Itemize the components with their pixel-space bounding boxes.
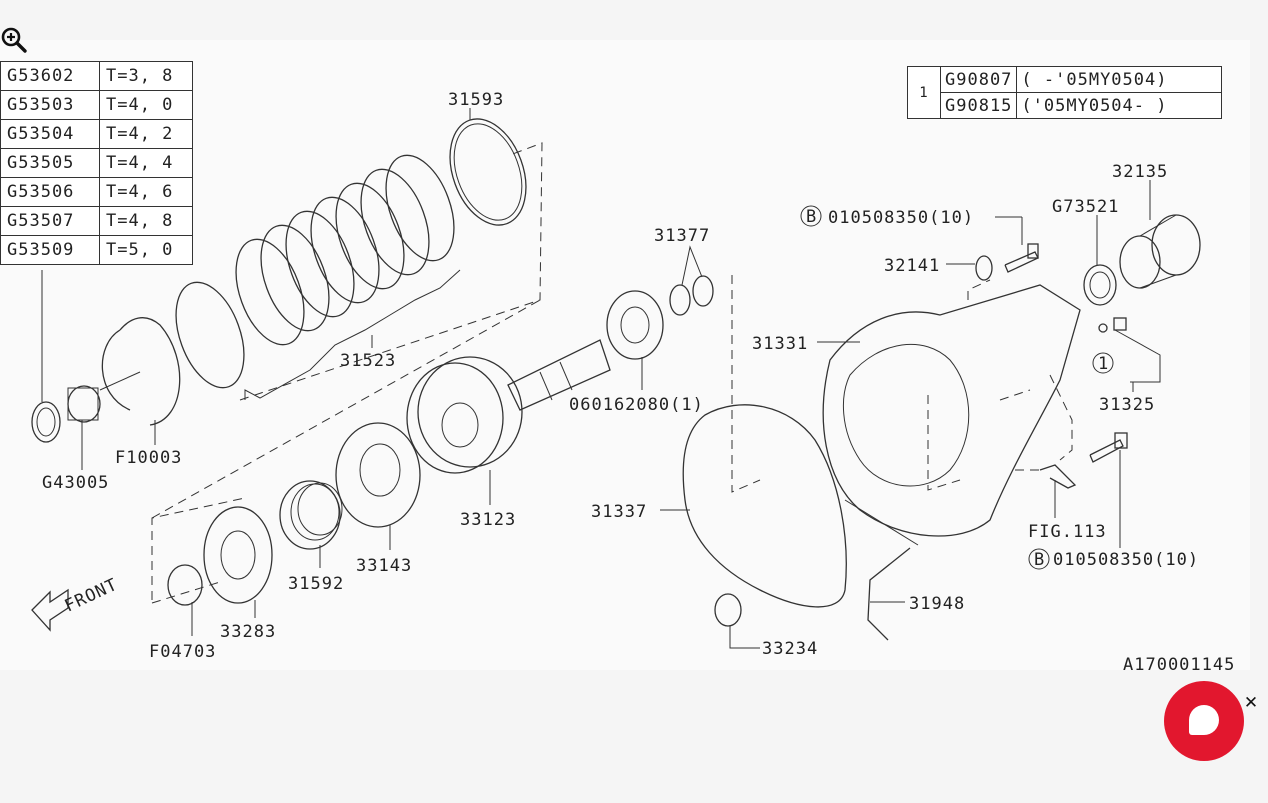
part-label-32135: 32135 [1112,162,1168,182]
part-label-31377: 31377 [654,226,710,246]
part-label-32141: 32141 [884,256,940,276]
part-label-010508350-bottom: 010508350(10) [1053,550,1199,570]
table-row: 1 G90807 ( -'05MY0504) [907,66,1223,119]
front-direction-label: FRONT [62,575,121,617]
part-label-31592: 31592 [288,574,344,594]
marker-b-top: B [806,207,817,227]
part-label-31523: 31523 [340,351,396,371]
figure-id: A170001145 [1123,655,1235,675]
part-code: G90815 [939,92,1018,119]
marker-b-bottom: B [1034,550,1045,570]
part-code: G53505 [0,148,100,178]
thickness-value: T=5, 0 [99,235,193,265]
part-label-f10003: F10003 [115,448,182,468]
thickness-value: T=3, 8 [99,61,193,91]
close-icon[interactable]: ✕ [1243,693,1259,713]
clutch-plates [175,118,527,389]
part-label-31325: 31325 [1099,395,1155,415]
part-code: G53506 [0,177,100,207]
thickness-value: T=4, 4 [99,148,193,178]
part-label-f04703: F04703 [149,642,216,662]
part-label-g73521: G73521 [1052,197,1119,217]
part-code: G90807 [939,66,1018,93]
model-range: ('05MY0504- ) [1016,92,1223,119]
thickness-value: T=4, 6 [99,177,193,207]
diagram-area [0,40,1250,670]
part-label-31331: 31331 [752,334,808,354]
thickness-value: T=4, 0 [99,90,193,120]
part-label-g43005: G43005 [42,473,109,493]
part-label-31948: 31948 [909,594,965,614]
marker-1-label: 1 [919,84,929,101]
part-code: G53507 [0,206,100,236]
zoom-in-icon [1,27,27,53]
part-label-31593: 31593 [448,90,504,110]
part-label-33234: 33234 [762,639,818,659]
part-code: G53509 [0,235,100,265]
part-label-33143: 33143 [356,556,412,576]
marker-1: 1 [1098,354,1109,374]
thickness-value: T=4, 8 [99,206,193,236]
part-label-010508350-top: 010508350(10) [828,208,974,228]
part-label-33123: 33123 [460,510,516,530]
thickness-value: T=4, 2 [99,119,193,149]
fig-113-reference[interactable]: FIG.113 [1028,522,1107,542]
part-code: G53504 [0,119,100,149]
part-code: G53503 [0,90,100,120]
chat-bubble-icon [1189,705,1219,735]
model-range: ( -'05MY0504) [1016,66,1223,93]
part-label-060162080: 060162080(1) [569,395,704,415]
chat-button[interactable] [1164,681,1244,761]
model-range-table: 1 G90807 ( -'05MY0504) G90815 ('05MY0504… [907,66,1223,119]
table-row: G90815 ('05MY0504- ) [908,92,1223,119]
zoom-in-button[interactable] [0,26,28,54]
part-label-33283: 33283 [220,622,276,642]
part-code: G53602 [0,61,100,91]
part-label-31337: 31337 [591,502,647,522]
marker-1-cell: 1 [907,66,941,119]
